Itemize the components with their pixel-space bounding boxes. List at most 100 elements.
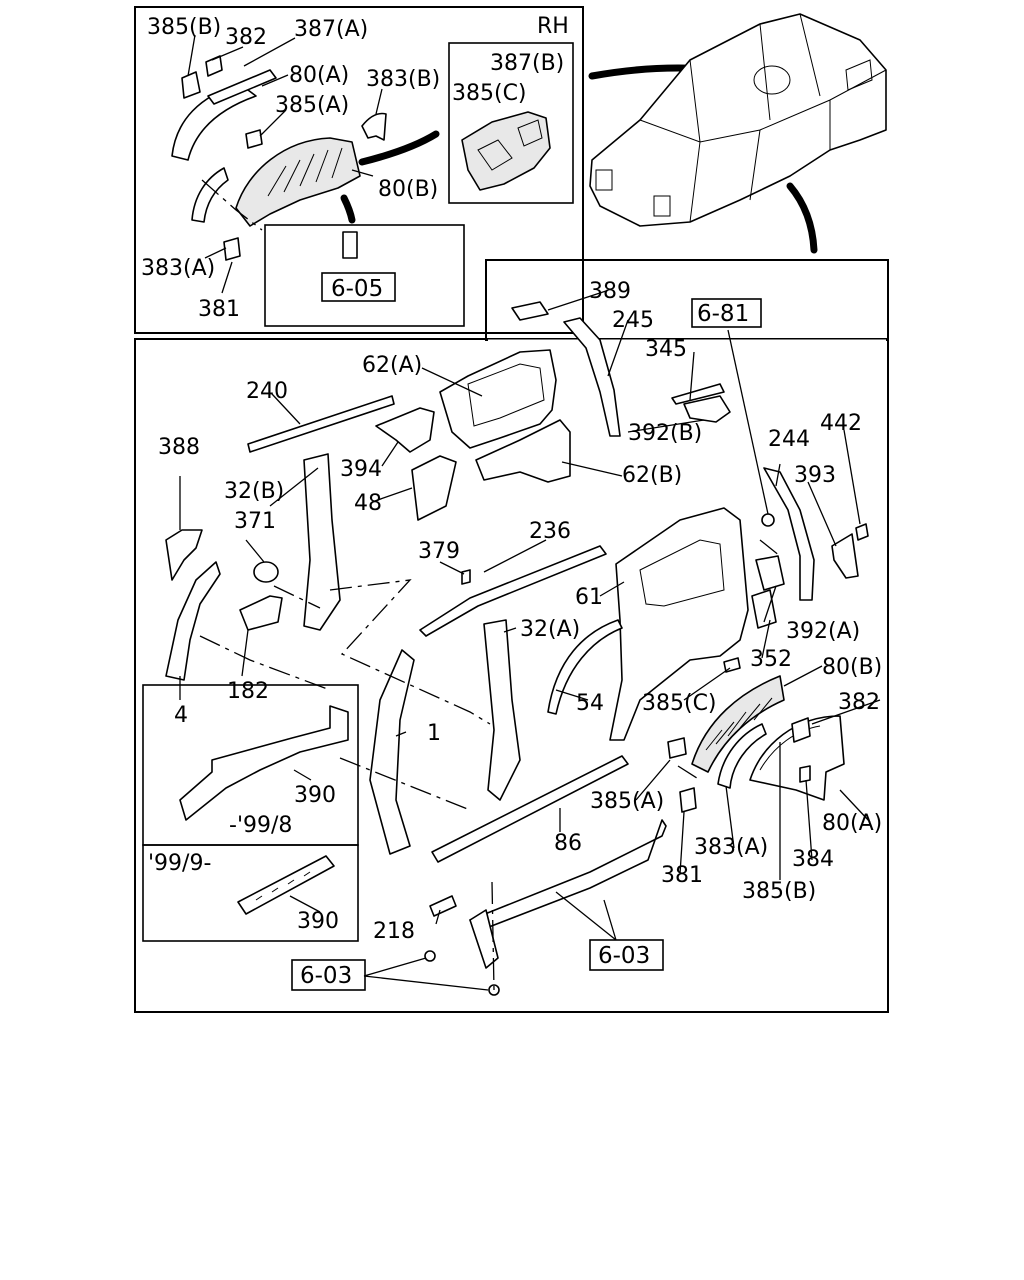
part-681-bolt <box>761 513 775 527</box>
part-sill-lower-shape <box>469 819 667 933</box>
part-sill-end-shape <box>469 909 499 969</box>
part-352-shape <box>751 589 777 629</box>
side-label: RH <box>537 14 569 39</box>
part-371-shape <box>253 561 279 583</box>
part-62a-window <box>467 363 545 427</box>
part-384-shape <box>799 765 811 783</box>
main-dash-lines <box>199 539 781 991</box>
part-379-shape <box>461 569 471 585</box>
label-385a: 385(A) <box>590 789 664 814</box>
part-387a-inset-shape <box>207 69 277 105</box>
part-62b-shape <box>475 419 571 483</box>
part-392b-shape <box>683 395 731 423</box>
label-62a: 62(A) <box>362 353 422 378</box>
label-442: 442 <box>820 411 862 436</box>
label-48: 48 <box>354 491 382 516</box>
label-385b-top: 385(B) <box>147 15 221 40</box>
label-379: 379 <box>418 539 460 564</box>
label-387a: 387(A) <box>294 17 368 42</box>
ref-681: 6-81 <box>697 301 749 327</box>
vehicle-body-outline <box>589 13 887 227</box>
part-62a-shape <box>439 349 557 449</box>
part-388-shape <box>165 529 203 581</box>
connector-arc-4 <box>786 182 818 254</box>
ref-603-b: 6-03 <box>598 943 650 969</box>
label-80b-top: 80(B) <box>378 177 438 202</box>
part-240-shape <box>247 395 395 453</box>
label-385c-top: 385(C) <box>452 81 527 106</box>
ref-603-leaders <box>363 891 617 991</box>
part-244-shape <box>763 467 815 601</box>
inset-box-387b <box>448 42 574 204</box>
part-390-before-shape <box>179 705 349 821</box>
part-442-shape <box>855 523 869 541</box>
top-inset-dash <box>201 179 263 231</box>
label-352: 352 <box>750 647 792 672</box>
label-61: 61 <box>575 585 603 610</box>
ref-605-box <box>321 272 396 302</box>
part-32a-shape <box>483 619 521 801</box>
label-388: 388 <box>158 435 200 460</box>
part-383a-inset-shape <box>191 167 229 223</box>
part-385a-shape <box>667 737 687 759</box>
top-inset-leaders <box>187 34 383 294</box>
part-clip-1 <box>424 950 436 962</box>
part-61-shape <box>609 507 749 741</box>
label-392b: 392(B) <box>628 421 702 446</box>
inset-box-605 <box>264 224 465 327</box>
part-clip-2 <box>488 984 500 996</box>
connector-arc-2 <box>340 194 356 224</box>
part-385b-inset-shape <box>181 71 201 99</box>
label-date-after: '99/9- <box>148 851 211 876</box>
part-390-after-shape <box>237 855 335 915</box>
label-54: 54 <box>576 691 604 716</box>
part-383a-shape <box>717 723 767 789</box>
part-390-after-holes <box>255 871 311 901</box>
part-32b-shape <box>303 453 341 631</box>
ref-681-box <box>691 298 762 328</box>
part-381-inset-shape <box>223 237 241 261</box>
vehicle-overview <box>589 13 887 227</box>
label-383a: 383(A) <box>694 835 768 860</box>
part-218-shape <box>429 895 457 917</box>
label-392a: 392(A) <box>786 619 860 644</box>
label-62b: 62(B) <box>622 463 682 488</box>
part-80a-arc <box>759 725 821 771</box>
label-240: 240 <box>246 379 288 404</box>
label-182: 182 <box>227 679 269 704</box>
label-244: 244 <box>768 427 810 452</box>
part-80b-inset-ribs <box>267 147 343 197</box>
main-panel: 389 245 6-81 62(A) 345 240 392(B) 442 38… <box>134 259 889 1013</box>
label-4: 4 <box>174 703 188 728</box>
part-236-shape <box>419 545 607 637</box>
vehicle-spare-tire <box>753 65 791 95</box>
vehicle-headlamp-right <box>653 195 671 217</box>
label-385c: 385(C) <box>642 691 717 716</box>
part-80b-inset-shape <box>235 137 361 227</box>
part-389-shape <box>511 301 549 321</box>
label-32a: 32(A) <box>520 617 580 642</box>
label-381-top: 381 <box>198 297 240 322</box>
label-1: 1 <box>427 721 441 746</box>
label-236: 236 <box>529 519 571 544</box>
box-390-after <box>142 844 359 942</box>
top-inset: RH 385(B) <box>134 6 818 334</box>
label-382-top: 382 <box>225 25 267 50</box>
part-80b-shape <box>691 675 785 773</box>
ref-603-box-a <box>291 959 366 991</box>
ref-681-leader <box>727 329 769 515</box>
ref-605: 6-05 <box>331 276 383 302</box>
part-48-shape <box>411 455 457 521</box>
vehicle-body-lines <box>639 13 887 223</box>
part-1-shape <box>369 649 415 855</box>
label-390-after: 390 <box>297 909 339 934</box>
vehicle-headlamp-left <box>595 169 613 191</box>
main-frame-upper <box>485 259 889 341</box>
label-384: 384 <box>792 847 834 872</box>
label-381: 381 <box>661 863 703 888</box>
part-385c-shape <box>723 657 741 673</box>
top-inset-frame <box>134 6 584 334</box>
part-80a-inset-shape <box>171 83 257 161</box>
part-382-shape <box>791 717 811 743</box>
